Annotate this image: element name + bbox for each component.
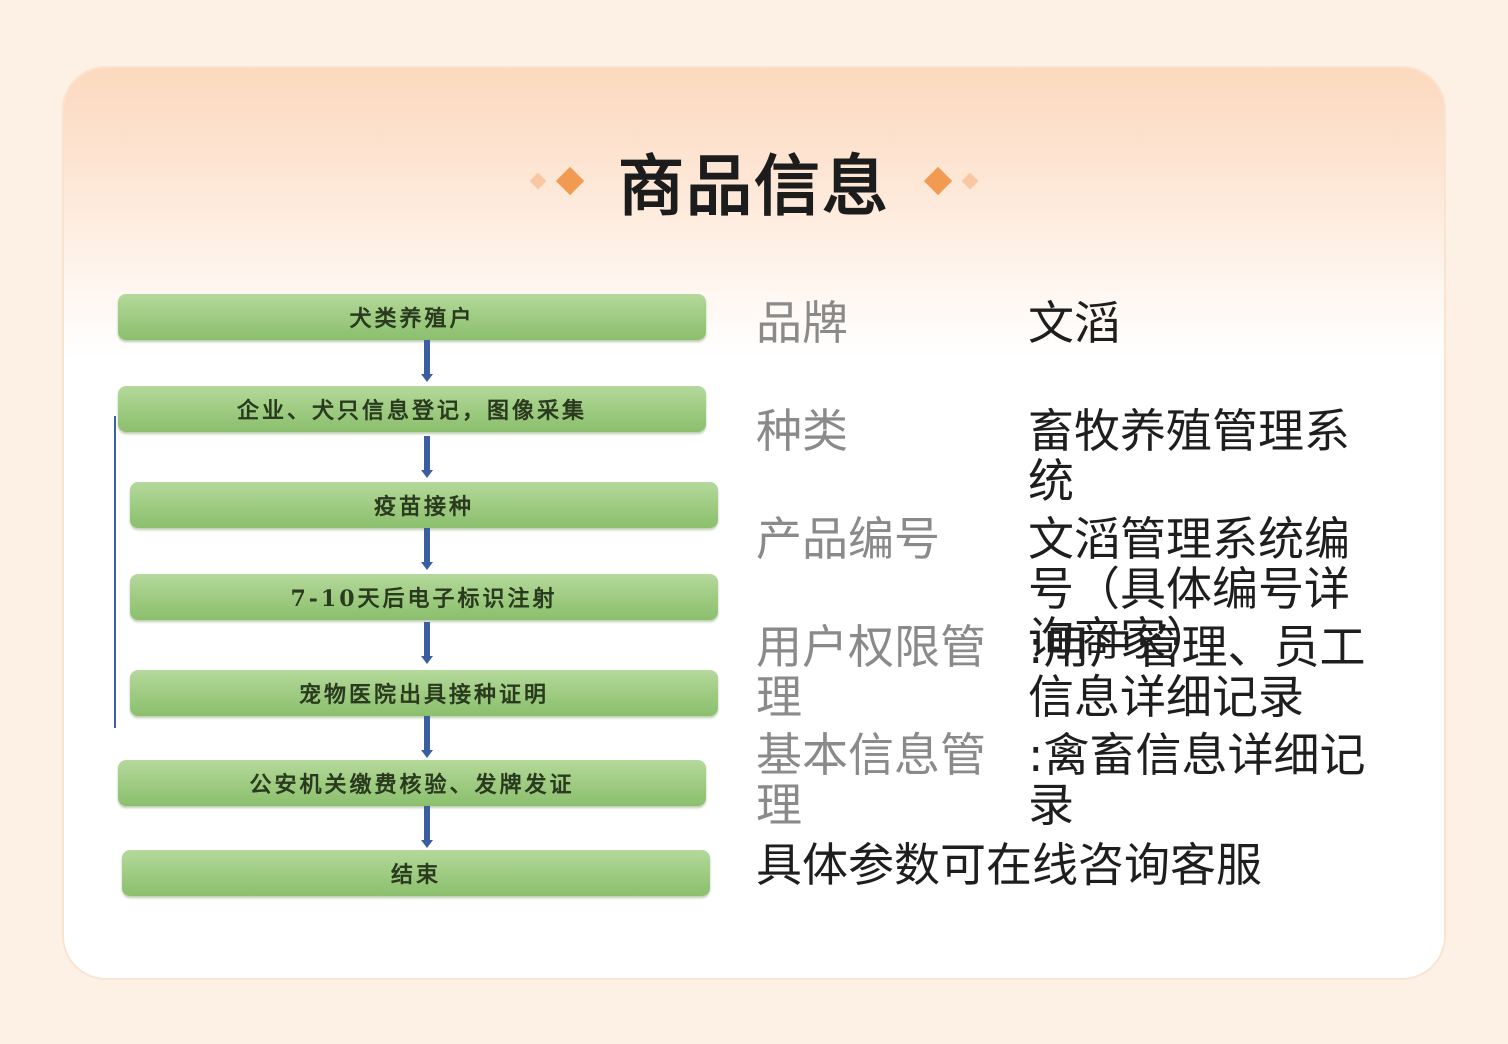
spec-value: 文滔管理系统编号（具体编号详询商家）: [1028, 512, 1350, 666]
flow-step-4: 7-10天后电子标识注射: [130, 574, 718, 620]
flow-step-7: 结束: [122, 850, 710, 896]
arrow-down-icon: [421, 716, 433, 758]
arrow-down-icon: [421, 528, 433, 570]
spec-value: :用户管理、员工信息详细记录: [1028, 620, 1366, 724]
left-diamond-decoration: [524, 166, 588, 196]
diamond-icon: [923, 166, 953, 196]
right-diamond-decoration: [920, 166, 984, 196]
arrow-down-icon: [421, 806, 433, 848]
page-title: 商品信息: [618, 148, 890, 225]
header: 商品信息: [62, 136, 1446, 226]
spec-value: 畜牧养殖管理系统: [1028, 404, 1350, 508]
spec-label: 用户权限管理: [756, 620, 986, 724]
spec-label: 基本信息管理: [756, 728, 986, 832]
process-flowchart: 犬类养殖户 企业、犬只信息登记，图像采集 疫苗接种 7-10天后电子标识注射 宠…: [112, 290, 722, 900]
flow-step-5: 宠物医院出具接种证明: [130, 670, 718, 716]
diamond-icon: [555, 166, 585, 196]
spec-label: 品牌: [756, 296, 848, 350]
spec-label: 产品编号: [756, 512, 940, 566]
spec-label: 种类: [756, 404, 848, 458]
spec-footer-note: 具体参数可在线咨询客服: [756, 838, 1262, 892]
diamond-icon: [529, 172, 547, 190]
flowchart-side-line: [114, 416, 116, 728]
arrow-down-icon: [421, 340, 433, 382]
arrow-down-icon: [421, 622, 433, 664]
flow-step-3: 疫苗接种: [130, 482, 718, 528]
flow-step-6: 公安机关缴费核验、发牌发证: [118, 760, 706, 806]
arrow-down-icon: [421, 436, 433, 478]
flow-step-1: 犬类养殖户: [118, 294, 706, 340]
diamond-icon: [961, 172, 979, 190]
spec-value: 文滔: [1028, 296, 1120, 350]
flow-step-2: 企业、犬只信息登记，图像采集: [118, 386, 706, 432]
product-info-card: 商品信息 犬类养殖户 企业、犬只信息登记，图像采集 疫苗接种 7-10天后电子标…: [62, 66, 1446, 980]
spec-value: :禽畜信息详细记录: [1028, 728, 1366, 832]
